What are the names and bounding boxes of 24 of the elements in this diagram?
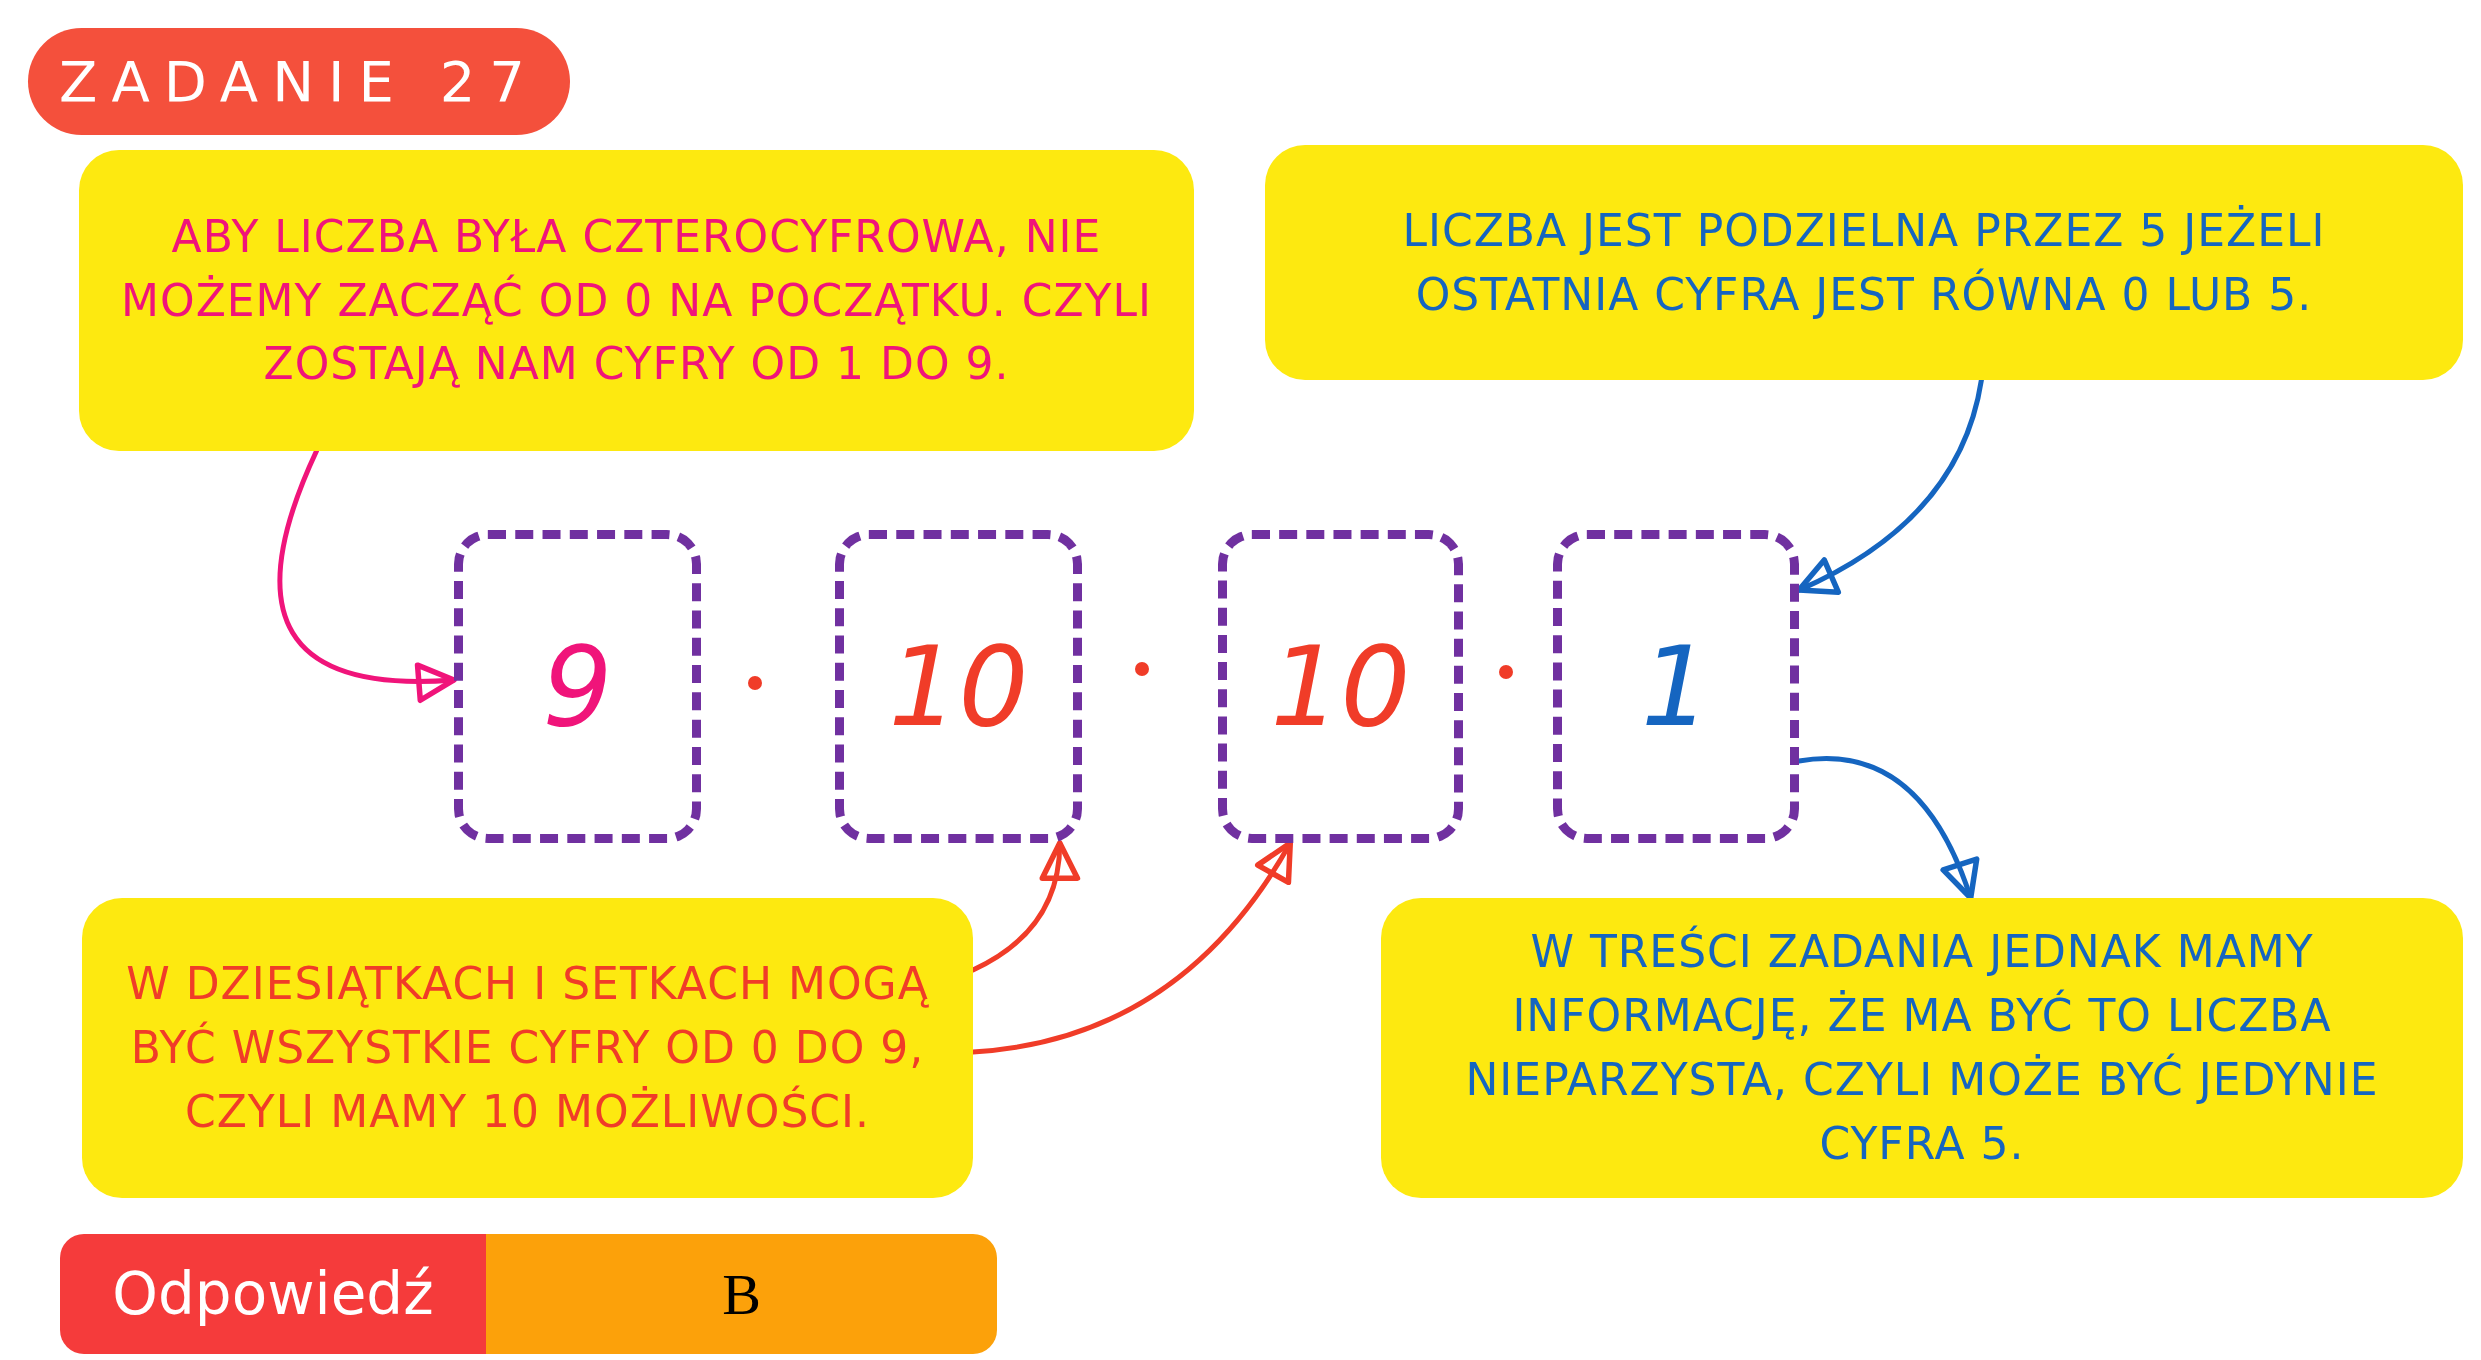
answer-label: Odpowiedź <box>112 1260 434 1328</box>
note-text: LICZBA JEST PODZIELNA PRZEZ 5 JEŻELI OSTATNIA CYFRA JEST RÓWNA 0 LUB 5. <box>1401 203 2327 322</box>
digit-box <box>454 530 701 843</box>
digit: 9 <box>542 622 613 751</box>
arrow <box>1796 756 1979 901</box>
digit: 1 <box>1641 622 1711 751</box>
note-bubble <box>82 898 973 1198</box>
note-text: ABY LICZBA BYŁA CZTEROCYFROWA, NIE MOŻEMY ZACZĄĆ OD 0 NA POCZĄTKU. CZYLI ZOSTAJĄ NAM CYFRY OD 1 DO 9. <box>120 209 1153 392</box>
arrow <box>277 448 457 702</box>
answer-label-bar <box>60 1234 486 1354</box>
note-text: W TREŚCI ZADANIA JEDNAK MAMY INFORMACJĘ, ŻE MA BYĆ TO LICZBA NIEPARZYSTA, CZYLI MOŻE BYĆ JEDYNIE CYFRA 5. <box>1464 924 2380 1171</box>
answer-value-bar <box>486 1234 997 1354</box>
digit: 10 <box>888 622 1029 751</box>
digit-box <box>835 530 1082 843</box>
arrow <box>1796 377 1984 594</box>
title-badge: ZADANIE 27 <box>28 28 570 135</box>
answer-value: B <box>722 1260 761 1328</box>
note-text: W DZIESIĄTKACH I SETKACH MOGĄ BYĆ WSZYSTKIE CYFRY OD 0 DO 9, CZYLI MAMY 10 MOŻLIWOŚCI. <box>125 957 930 1139</box>
digit: 10 <box>1270 622 1411 751</box>
digit-box <box>1553 530 1799 843</box>
note-bubble <box>1381 898 2463 1198</box>
digit-box <box>1218 530 1463 843</box>
note-bubble <box>79 150 1194 451</box>
note-bubble <box>1265 145 2463 380</box>
